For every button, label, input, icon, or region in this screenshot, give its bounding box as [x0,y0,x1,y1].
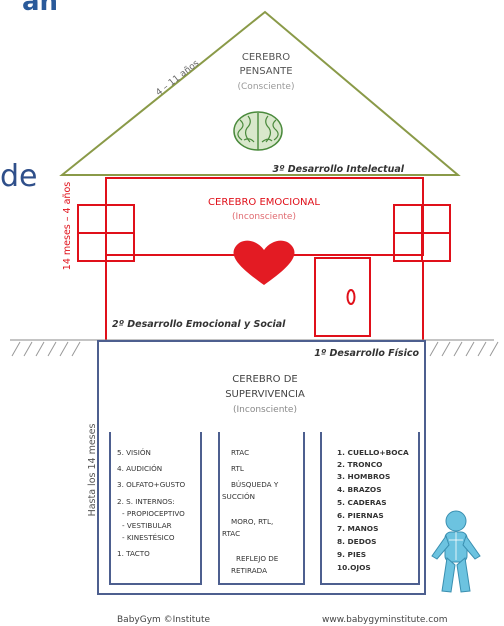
top-text-fragment: an [22,0,58,17]
child-nerves [449,532,463,560]
reflexes-item: MORO, RTL, [231,517,273,526]
reflexes-column: RTAC RTL BÚSQUEDA Y SUCCIÓN MORO, RTL, R… [222,448,279,575]
right-window [393,204,451,262]
body-part-item: 6. PIERNAS [337,511,384,520]
roof-age-label: 4 – 11 años [154,58,201,98]
body-part-item: 3. HOMBROS [337,472,390,481]
senses-item: - VESTIBULAR [122,521,172,530]
middle-stage-label: 2º Desarrollo Emocional y Social [112,319,286,330]
senses-item: - PROPIOCEPTIVO [122,509,185,518]
footer-right: www.babygyminstitute.com [322,615,448,625]
senses-item: 1. TACTO [117,549,150,558]
brain-icon [233,111,283,151]
middle-title: CEREBRO EMOCIONAL [208,197,320,208]
emotional-walls [105,261,424,340]
roof-title-line2: PENSANTE [239,66,292,77]
body-parts-column: 1. CUELLO+BOCA 2. TRONCO 3. HOMBROS 4. B… [337,448,409,572]
body-part-item: 5. CADERAS [337,498,387,507]
body-part-item: 9. PIES [337,550,366,559]
body-part-item: 1. CUELLO+BOCA [337,448,409,457]
column-brackets [109,432,420,585]
body-part-item: 7. MANOS [337,524,378,533]
body-part-item: 10.OJOS [337,563,371,572]
heart-icon [233,240,295,285]
base-age-label: Hasta los 14 meses [87,424,98,517]
roof-subtitle: (Consciente) [238,82,295,92]
senses-item: 4. AUDICIÓN [117,464,162,473]
reflexes-item: BÚSQUEDA Y [231,480,279,489]
reflexes-item: RTAC [222,529,240,538]
roof-triangle [59,10,461,176]
reflexes-item: RETIRADA [231,566,267,575]
reflexes-item: RTL [231,464,244,473]
middle-subtitle: (Inconsciente) [232,212,296,222]
base-title-line1: CEREBRO DE [232,374,297,385]
roof-title-line1: CEREBRO [242,52,290,63]
senses-item: 3. OLFATO+GUSTO [117,480,185,489]
senses-item: - KINESTÉSICO [122,533,175,542]
base-subtitle: (Inconsciente) [233,405,297,415]
left-window [77,204,135,262]
reflexes-item: RTAC [231,448,249,457]
reflexes-item: REFLEJO DE [236,554,279,563]
body-part-item: 2. TRONCO [337,460,382,469]
senses-item: 5. VISIÓN [117,448,151,457]
senses-column: 5. VISIÓN 4. AUDICIÓN 3. OLFATO+GUSTO 2.… [117,448,185,558]
ground-hatch [11,341,499,357]
child-body-icon [431,510,481,593]
survival-floor-frame [97,340,426,595]
side-text-fragment: de [0,159,38,194]
body-part-item: 8. DEDOS [337,537,376,546]
senses-item: 2. S. INTERNOS: [117,497,175,506]
body-part-item: 4. BRAZOS [337,485,382,494]
reflexes-item: SUCCIÓN [222,492,255,501]
door [314,257,371,337]
roof-stage-label: 3º Desarrollo Intelectual [273,164,405,175]
base-stage-label: 1º Desarrollo Físico [314,348,419,359]
middle-age-label: 14 meses – 4 años [62,182,73,270]
footer-left: BabyGym ©Institute [117,615,210,625]
base-title-line2: SUPERVIVENCIA [225,389,305,400]
